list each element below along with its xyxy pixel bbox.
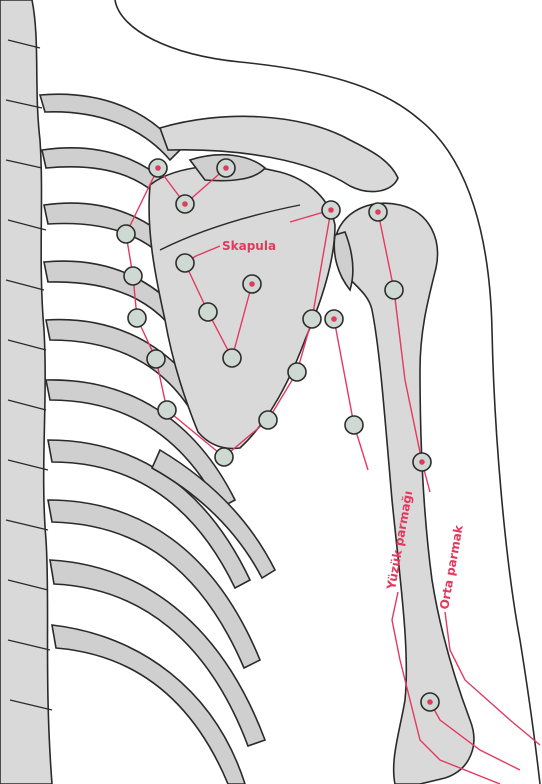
marked-acupoint[interactable] (243, 275, 261, 293)
acupoint[interactable] (215, 448, 233, 466)
marked-acupoint[interactable] (413, 453, 431, 471)
acupoint[interactable] (176, 254, 194, 272)
acupoint[interactable] (124, 267, 142, 285)
acupoint[interactable] (345, 416, 363, 434)
scapula-label: Skapula (222, 239, 276, 253)
acupoint[interactable] (147, 350, 165, 368)
acupoint[interactable] (385, 281, 403, 299)
marked-acupoint[interactable] (325, 310, 343, 328)
acupoint[interactable] (303, 310, 321, 328)
marked-acupoint[interactable] (421, 693, 439, 711)
spine (0, 0, 52, 784)
marked-acupoint[interactable] (217, 159, 235, 177)
marked-acupoint[interactable] (149, 159, 167, 177)
acupoint[interactable] (288, 363, 306, 381)
acupoint[interactable] (158, 401, 176, 419)
marked-acupoint[interactable] (176, 195, 194, 213)
acupoint[interactable] (199, 303, 217, 321)
acupoint[interactable] (128, 309, 146, 327)
acupoint[interactable] (117, 225, 135, 243)
acupoint[interactable] (259, 411, 277, 429)
acupoint[interactable] (223, 349, 241, 367)
marked-acupoint[interactable] (369, 203, 387, 221)
marked-acupoint[interactable] (322, 201, 340, 219)
middle-finger-label: Orta parmak (437, 523, 466, 610)
